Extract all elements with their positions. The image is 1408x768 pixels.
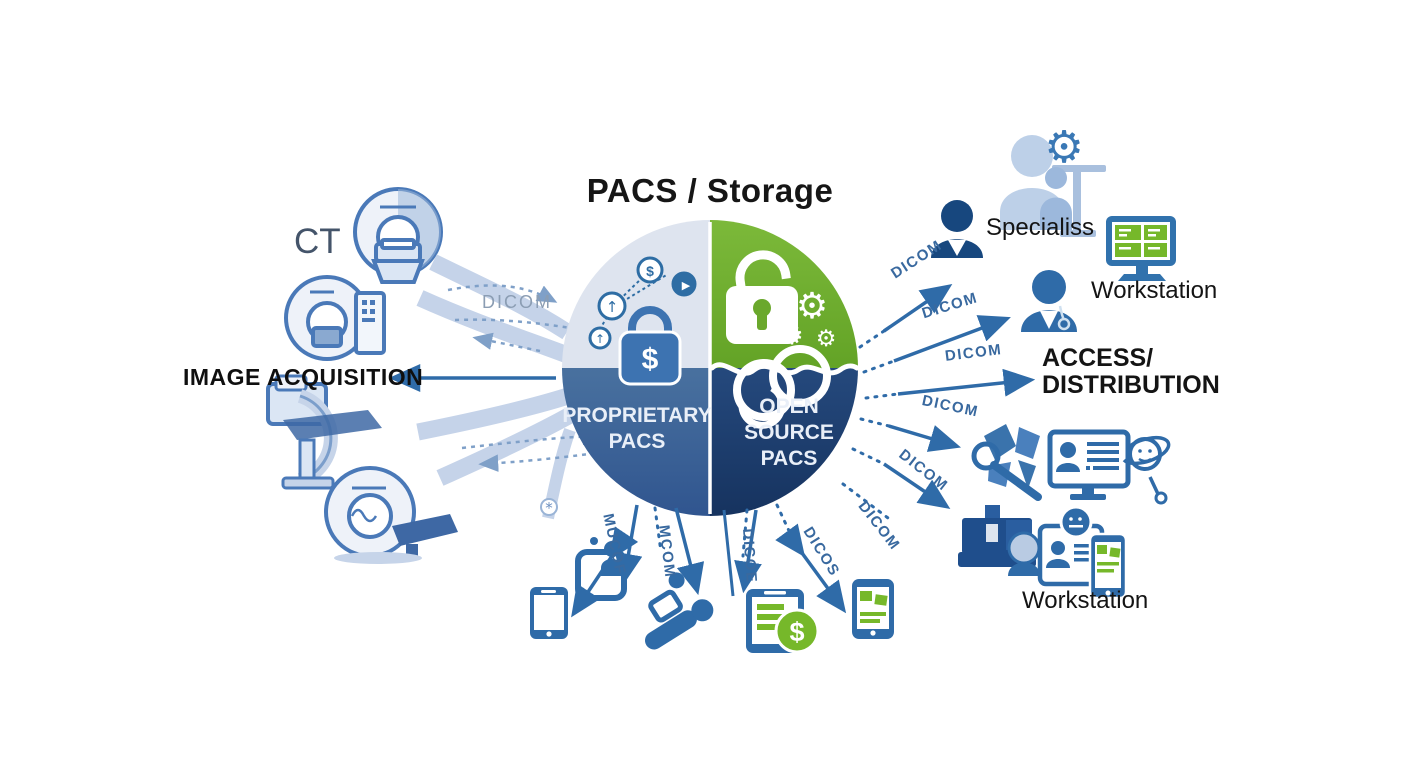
lock-dollar: $ [642, 343, 659, 376]
scan-badge-icon [575, 537, 627, 601]
dashed-arrows [447, 284, 605, 472]
open-source-pacs-label: OPEN SOURCE PACS [744, 395, 834, 470]
quadrant-open-navy [710, 368, 858, 516]
pacs-circle: ↑ $ ▶ ↑ $ ⚙ ⚙ ⚙ [562, 220, 860, 516]
quadrant-proprietary [562, 368, 710, 516]
flow-node-icon [540, 498, 558, 516]
image-analysis-icon [971, 424, 1042, 501]
doctor-icon [1021, 270, 1077, 332]
svg-text:$: $ [646, 263, 654, 279]
svg-text:↑: ↑ [606, 298, 619, 316]
open-source-rings-icon [733, 345, 831, 429]
tablet-icon [530, 587, 568, 639]
wave-divider [709, 362, 860, 376]
dicom-label-left: DICOM [482, 292, 552, 312]
gear-icon: ⚙ [1044, 122, 1083, 173]
payment-phone-icon: $ [746, 589, 820, 654]
right-dicom-arrows [841, 284, 1036, 523]
mri-scanner2-icon [324, 466, 458, 564]
specialist-person-icon [931, 200, 983, 258]
paid-lock-icon: $ [618, 306, 682, 386]
page-title: PACS / Storage [586, 172, 834, 209]
open-lock-icon [726, 250, 798, 344]
workstation-monitor-icon [1106, 216, 1176, 281]
patient-monitoring-icon [645, 572, 714, 650]
payment-dollar: $ [789, 617, 804, 647]
flow-node-glyph: * [545, 499, 553, 517]
svg-text:⚙: ⚙ [816, 326, 837, 352]
svg-text:↑: ↑ [595, 332, 605, 346]
access-distribution-label: ACCESS/ DISTRIBUTION [1042, 344, 1220, 399]
c-arm-xray-icon [266, 374, 382, 490]
workflow-icons: ↑ $ ▶ ↑ [588, 256, 697, 350]
sync-face-icon [1122, 435, 1171, 505]
gears-icon: ⚙ ⚙ ⚙ [780, 286, 836, 352]
mobile-workstation-icon [1037, 505, 1128, 600]
modality-printer-icon [958, 505, 1041, 576]
ct-scanner-icon [353, 187, 443, 284]
workstation-top-label: Workstation [1091, 277, 1218, 304]
specialist-light-person-icon: ⚙ [1000, 122, 1106, 237]
results-phone-icon [852, 579, 894, 639]
ct-label: CT [294, 222, 341, 261]
specialists-label: Specialiss [986, 214, 1095, 241]
svg-text:▶: ▶ [682, 279, 691, 292]
svg-text:⚙: ⚙ [780, 321, 803, 351]
image-acquisition-label: IMAGE ACQUISITION [183, 364, 424, 390]
workstation-bottom-label: Workstation [1022, 587, 1149, 614]
proprietary-pacs-label: PROPRIETARY PACS [562, 404, 712, 453]
svg-text:⚙: ⚙ [796, 286, 828, 327]
patient-record-monitor-icon [1047, 429, 1171, 505]
mri-scanner-icon [284, 275, 386, 361]
